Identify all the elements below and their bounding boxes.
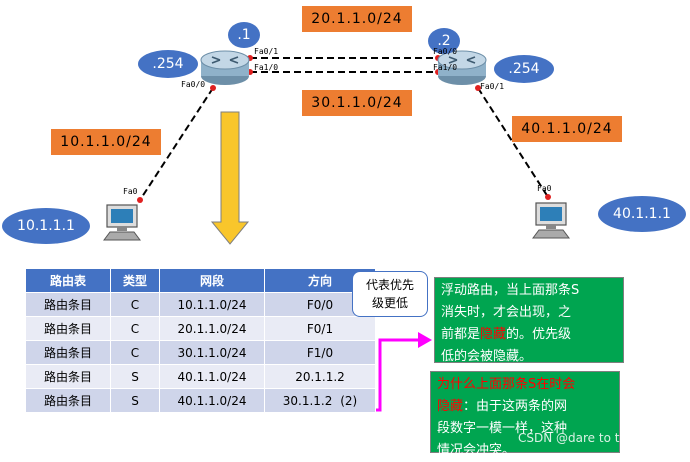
pc1-ip-bubble: 10.1.1.1 [2,208,90,244]
table-row: 路由条目 C 30.1.1.0/24 F1/0 [25,340,376,365]
table-cell: 路由条目 [25,292,111,317]
router-icon[interactable] [200,50,250,85]
table-cell: 40.1.1.0/24 [159,364,265,389]
table-row-floating: 路由条目 S 40.1.1.0/24 30.1.1.2 (2) [25,388,376,413]
table-cell: 30.1.1.0/24 [159,340,265,365]
table-cell: C [110,316,160,341]
table-cell: 30.1.1.2 (2) [264,388,376,413]
note-line: 前都是隐藏的。优先级 [441,327,572,342]
network-label-10: 10.1.1.0/24 [51,129,161,155]
port-label: Fa0/0 [181,80,206,89]
router1-gateway-bubble: .254 [138,50,198,78]
table-header-cell: 路由表 [25,268,111,293]
port-label: Fa1/0 [433,63,458,72]
port-dot [475,85,481,91]
port-label: Fa0/0 [433,47,458,56]
note-line: 情况会冲突。 [437,443,516,458]
table-cell: 路由条目 [25,364,111,389]
table-cell: 20.1.1.0/24 [159,316,265,341]
watermark: CSDN @dare to try @ [518,431,648,445]
callout-line: 级更低 [371,296,408,310]
table-cell: 40.1.1.0/24 [159,388,265,413]
routing-table: 路由表 类型 网段 方向 路由条目 C 10.1.1.0/24 F0/0 路由条… [25,268,376,413]
router2-address-bubble: .2 [428,28,460,54]
network-label-40: 40.1.1.0/24 [512,116,622,142]
table-cell: 10.1.1.0/24 [159,292,265,317]
hidden-highlight: 隐藏 [437,399,464,414]
note-line: 段数字一模一样，这种 [437,421,568,436]
table-header-cell: 类型 [110,268,160,293]
link-r1-pc1 [139,87,214,201]
port-label: Fa0 [123,187,138,196]
note-line: 消失时，才会出现，之 [441,305,572,320]
next-hop-value: 30.1.1.2 [282,393,333,408]
pc-icon[interactable] [103,204,141,241]
link-r2-pc2 [477,87,549,198]
port-label: Fa0/1 [254,47,279,56]
router-icon[interactable] [437,50,487,85]
port-label: Fa0/1 [480,82,505,91]
table-cell: 路由条目 [25,316,111,341]
table-cell: 20.1.1.2 [264,364,376,389]
table-cell: C [110,292,160,317]
table-cell: F0/1 [264,316,376,341]
conflict-note: 为什么上面那条S在时会 隐藏：由于这两条的网 段数字一模一样，这种 情况会冲突。 [430,371,620,458]
floating-route-note: 浮动路由，当上面那条S 消失时，才会出现，之 前都是隐藏的。优先级 低的会被隐藏… [434,277,624,364]
table-row: 路由条目 C 20.1.1.0/24 F0/1 [25,316,376,341]
priority-callout: 代表优先 级更低 [352,271,428,317]
table-cell: S [110,364,160,389]
table-header-row: 路由表 类型 网段 方向 [25,268,376,293]
note-line: 隐藏：由于这两条的网 [437,399,568,414]
table-header-cell: 网段 [159,268,265,293]
port-label: Fa1/0 [254,63,279,72]
priority-tag: (2) [340,393,358,408]
note-line: 浮动路由，当上面那条S [441,283,580,298]
network-label-20: 20.1.1.0/24 [302,6,412,32]
table-row: 路由条目 C 10.1.1.0/24 F0/0 [25,292,376,317]
router2-gateway-bubble: .254 [494,55,554,83]
table-cell: S [110,388,160,413]
hidden-highlight: 隐藏 [480,327,507,342]
down-arrow-icon [210,111,250,245]
network-label-30: 30.1.1.0/24 [302,90,412,116]
table-cell: 路由条目 [25,388,111,413]
table-row: 路由条目 S 40.1.1.0/24 20.1.1.2 [25,364,376,389]
pc-icon[interactable] [532,202,570,239]
port-dot [545,194,551,200]
port-label: Fa0 [537,184,552,193]
port-dot [210,85,216,91]
pc2-ip-bubble: 40.1.1.1 [598,196,686,232]
callout-line: 代表优先 [365,278,414,292]
table-cell: 路由条目 [25,340,111,365]
router1-address-bubble: .1 [228,22,260,48]
table-cell: C [110,340,160,365]
magenta-arrowhead-icon [418,332,432,348]
note-line: 为什么上面那条S在时会 [437,377,576,392]
table-cell: F1/0 [264,340,376,365]
note-line: 低的会被隐藏。 [441,349,533,364]
port-dot [137,197,143,203]
